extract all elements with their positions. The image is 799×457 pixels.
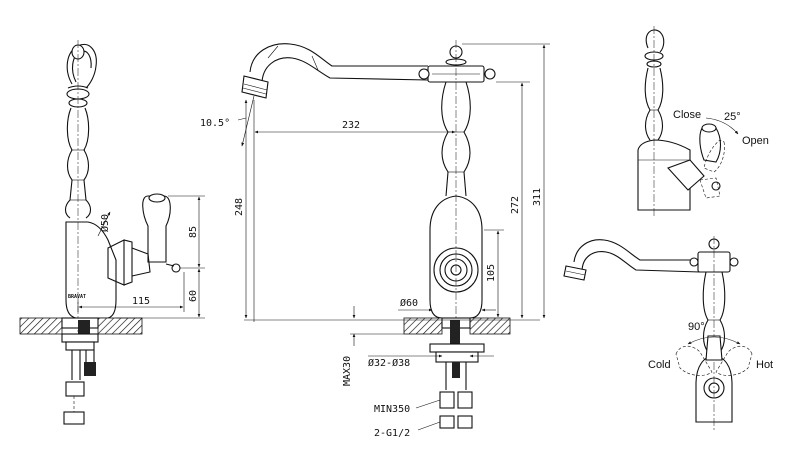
front-view: 10.5° 232 248 272 311 105 Ø60 MAX30 Ø32-…: [200, 40, 550, 439]
dim-base-dia: Ø60: [400, 297, 418, 309]
dim-body-height: 105: [486, 264, 497, 282]
dim-handle-offset: 85: [188, 226, 199, 238]
handle-rotation-view: Close 25° Open: [637, 26, 769, 216]
dim-deck-thickness: MAX30: [342, 356, 353, 386]
label-swivel-angle: 90°: [688, 321, 705, 333]
dim-connection: 2-G1/2: [374, 428, 410, 439]
side-view: BRAVAT Ø50 85 60 115: [19, 40, 205, 425]
swivel-view: 90° Cold Hot: [563, 236, 773, 432]
dim-total-height: 311: [532, 188, 543, 206]
label-rotate-angle: 25°: [724, 111, 741, 123]
dim-side-reach: 115: [132, 296, 150, 307]
dim-body-dia: Ø50: [99, 214, 111, 232]
dim-spout-height: 248: [234, 198, 245, 216]
dim-spout-angle: 10.5°: [200, 118, 230, 129]
dim-hole-dia: Ø32-Ø38: [368, 357, 410, 369]
label-close: Close: [673, 109, 701, 121]
dim-handle-base: 60: [188, 290, 199, 302]
label-cold: Cold: [648, 359, 671, 371]
dim-reach: 232: [342, 120, 360, 131]
dim-handle-height: 272: [510, 196, 521, 214]
label-open: Open: [742, 135, 769, 147]
label-hot: Hot: [756, 359, 773, 371]
dim-hose-length: MIN350: [374, 404, 410, 415]
brand-label: BRAVAT: [68, 294, 86, 300]
